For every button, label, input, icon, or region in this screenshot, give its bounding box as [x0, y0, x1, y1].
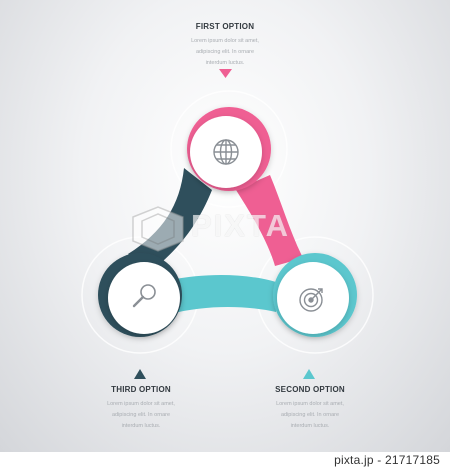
third-option-label: THIRD OPTION Lorem ipsum dolor sit amet,… — [71, 385, 211, 432]
globe-icon — [213, 139, 239, 165]
first-pointer-triangle — [219, 69, 232, 78]
second-connector-band — [170, 274, 276, 314]
watermark-text: PIXTA — [191, 208, 290, 243]
third-option-title: THIRD OPTION — [111, 385, 171, 394]
third-pointer-triangle — [134, 369, 146, 379]
infographic-canvas: PIXTA FIRST OPTION Lorem ipsum dolor sit… — [0, 0, 450, 452]
second-option-label: SECOND OPTION Lorem ipsum dolor sit amet… — [240, 385, 380, 432]
first-option-desc-line1: Lorem ipsum dolor sit amet, — [191, 38, 259, 44]
first-connector-band — [236, 175, 303, 266]
watermark: PIXTA — [128, 203, 328, 253]
second-option-desc-line2: adipiscing elit. In ornare — [280, 412, 340, 418]
second-option-desc-line3: interdum luctus. — [290, 423, 330, 429]
three-option-diagram — [98, 69, 357, 379]
second-option-desc-line1: Lorem ipsum dolor sit amet, — [276, 401, 344, 407]
footer-image-id: pixta.jp - 21717185 — [334, 453, 440, 467]
target-icon — [299, 288, 323, 312]
second-option-title: SECOND OPTION — [275, 385, 345, 394]
first-option-desc-line2: adipiscing elit. In ornare — [195, 49, 255, 55]
first-option-label: FIRST OPTION Lorem ipsum dolor sit amet,… — [155, 22, 295, 69]
second-pointer-triangle — [303, 369, 315, 379]
third-option-desc-line3: interdum luctus. — [121, 423, 161, 429]
first-option-desc-line3: interdum luctus. — [205, 60, 245, 66]
first-option-title: FIRST OPTION — [195, 22, 255, 31]
third-option-desc-line1: Lorem ipsum dolor sit amet, — [107, 401, 175, 407]
search-icon — [132, 284, 156, 308]
footer-bar: pixta.jp - 21717185 — [0, 452, 450, 469]
third-option-desc-line2: adipiscing elit. In ornare — [111, 412, 171, 418]
first-outer-ring — [170, 90, 288, 208]
watermark-logo-icon — [132, 206, 184, 252]
